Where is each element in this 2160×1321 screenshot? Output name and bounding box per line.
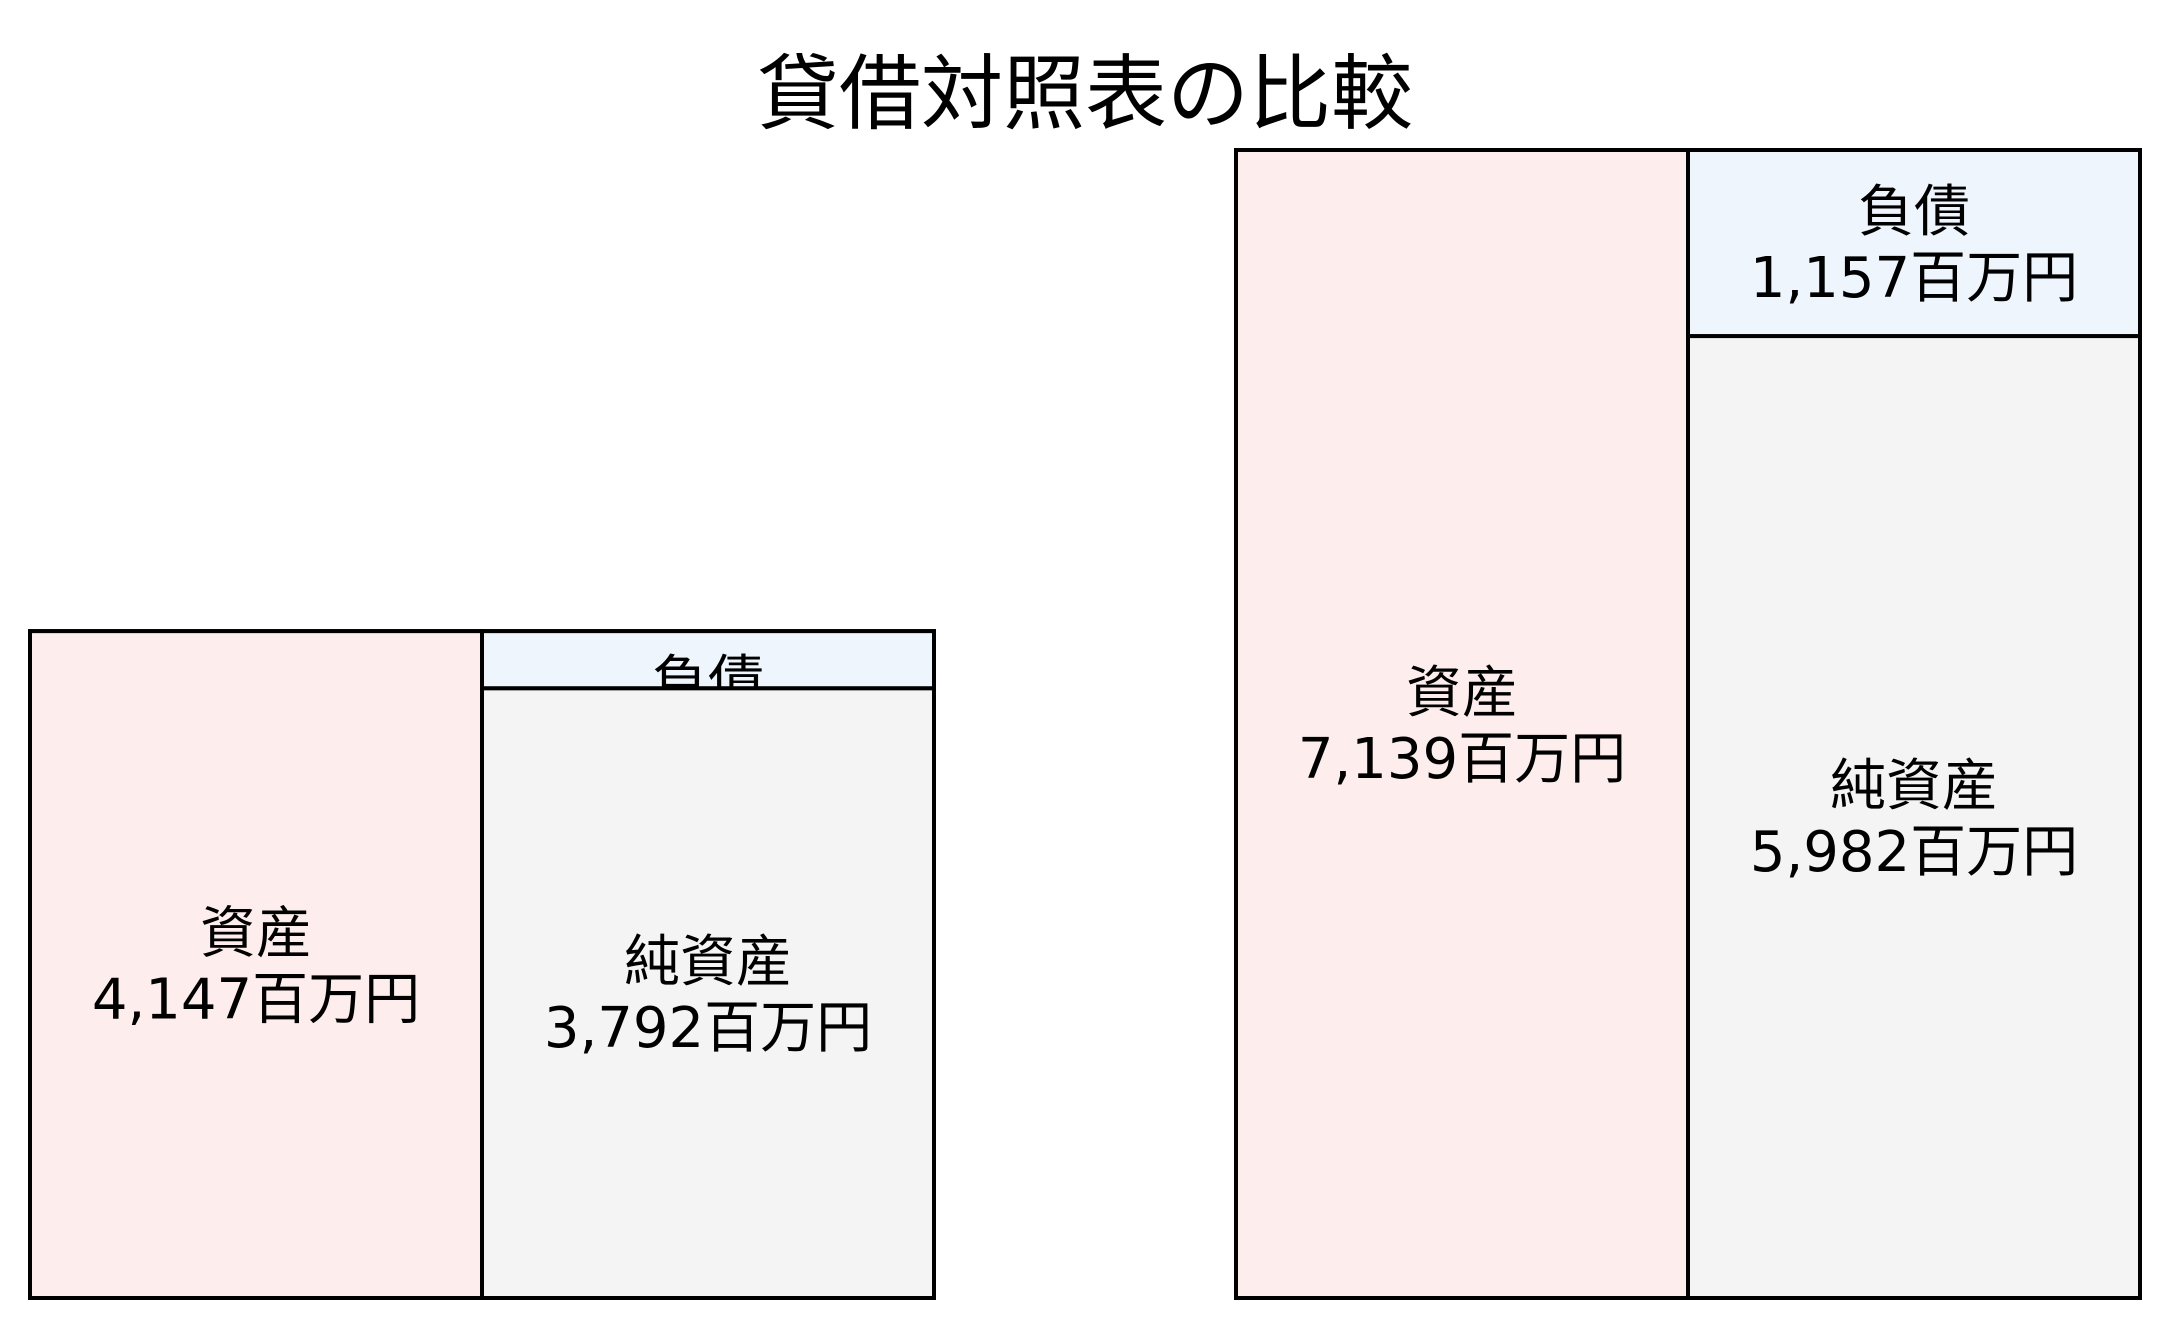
- liabilities-label-2: 負債: [1858, 180, 1970, 245]
- liabilities-value-2: 1,157百万円: [1750, 246, 2078, 311]
- net-assets-label-1: 純資産: [624, 930, 792, 995]
- assets-label-1: 資産: [200, 902, 312, 967]
- liabilities-block-1: [480, 629, 936, 691]
- assets-value-1: 4,147百万円: [92, 968, 420, 1033]
- liabilities-label-1: 負債: [652, 650, 764, 715]
- net-assets-label-2: 純資産: [1830, 754, 1998, 819]
- net-assets-block-2: [1686, 334, 2142, 1300]
- net-assets-value-2: 5,982百万円: [1750, 820, 2078, 885]
- chart-title: 貸借対照表の比較: [757, 47, 1413, 142]
- liabilities-block-2: [1686, 148, 2142, 339]
- assets-value-2: 7,139百万円: [1298, 727, 1626, 792]
- assets-block-1: [28, 629, 484, 1300]
- net-assets-value-1: 3,792百万円: [544, 996, 872, 1061]
- assets-label-2: 資産: [1406, 661, 1518, 726]
- assets-block-2: [1234, 148, 1690, 1300]
